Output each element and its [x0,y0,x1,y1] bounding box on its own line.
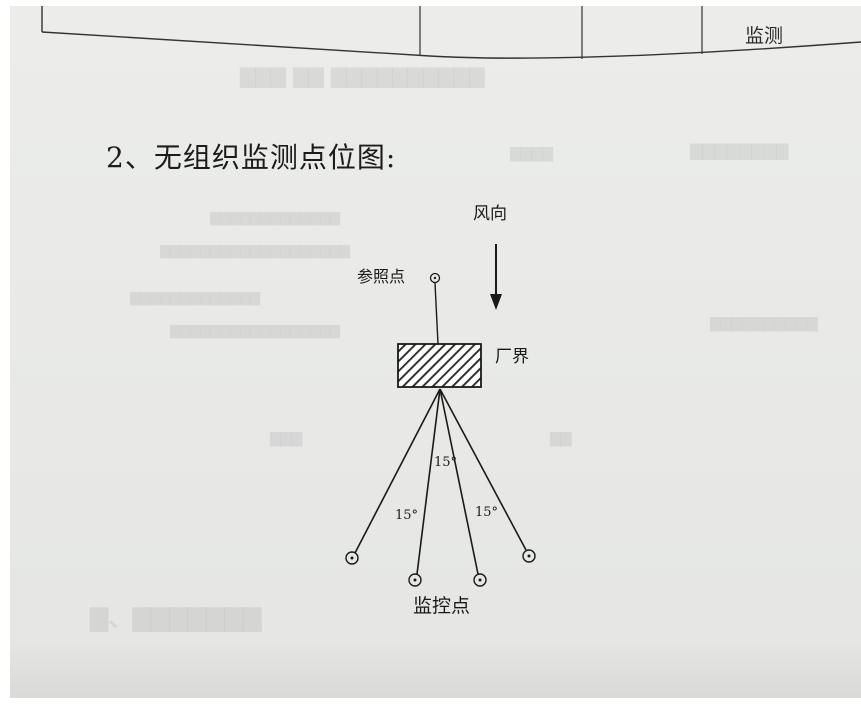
monitoring-ray-4 [439,388,527,551]
monitoring-points-label: 监控点 [413,595,470,617]
bleed-through-text: ▇▇▇ ▇▇ ▇▇▇▇▇▇▇▇▇▇ ▇▇▇▇ ▇▇▇▇▇▇▇▇ ▇▇▇▇▇▇▇▇… [90,64,818,632]
photo-shadow [10,638,861,698]
monitoring-point-3 [473,573,487,587]
monitoring-point-4 [522,549,536,563]
monitoring-point-1 [345,551,359,565]
table-fragment: 监测 [10,6,861,76]
reference-point-marker [429,272,441,284]
monitoring-ray-1 [354,388,441,554]
wind-arrow-icon [490,244,502,310]
table-column-label: 监测 [745,25,784,47]
angle-label-center: 15° [434,455,457,470]
table-borders [41,6,861,59]
monitoring-points-diagram: 风向 参照点 厂界 15° 15° 15° [345,204,536,617]
reference-line [434,282,439,345]
angle-label-right: 15° [475,505,498,520]
reference-point-label: 参照点 [357,267,405,286]
monitoring-point-2 [408,573,422,587]
paper-sheet: ▇▇▇ ▇▇ ▇▇▇▇▇▇▇▇▇▇ ▇▇▇▇ ▇▇▇▇▇▇▇▇ ▇▇▇▇▇▇▇▇… [10,6,861,698]
monitoring-ray-2 [416,388,441,575]
boundary-label: 厂界 [495,347,529,367]
angle-label-left: 15° [395,508,418,523]
monitoring-ray-3 [439,388,479,575]
section-heading: 2、无组织监测点位图: [106,141,397,174]
factory-boundary-block [397,343,482,388]
wind-direction-label: 风向 [473,204,507,224]
